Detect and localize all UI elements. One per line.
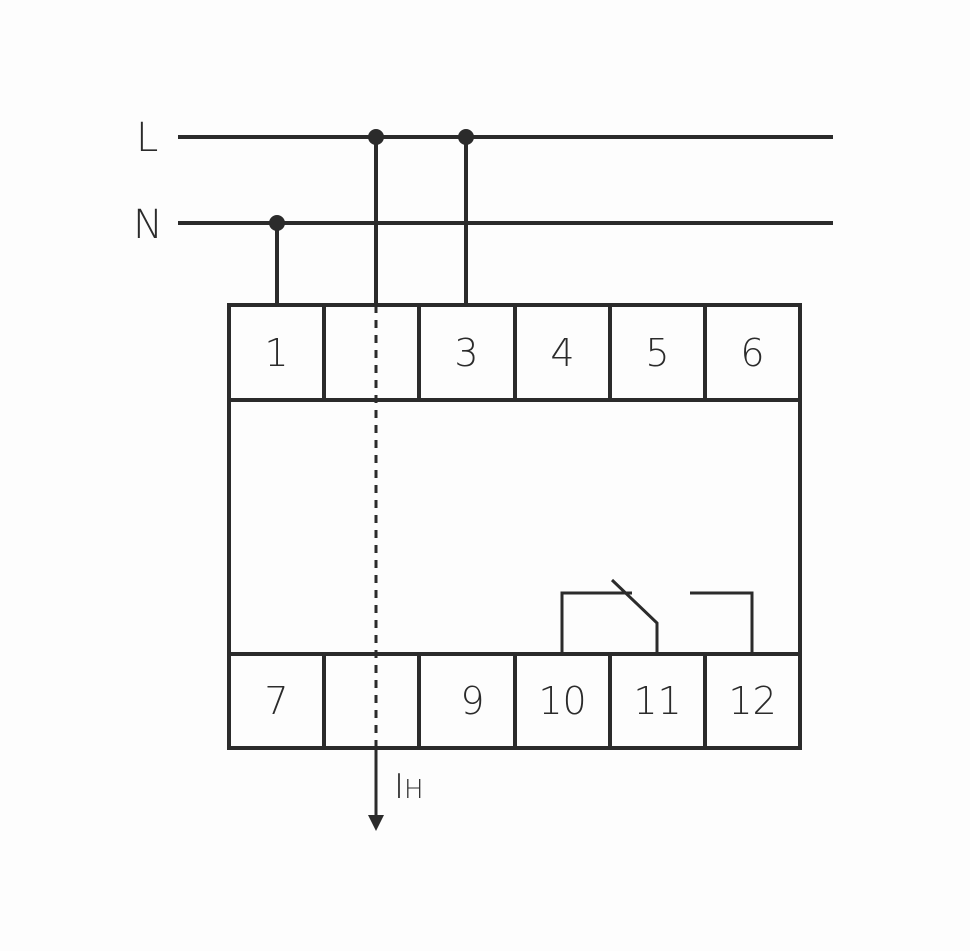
terminal-4: 4	[550, 331, 575, 375]
load-current-label-sub: H	[404, 775, 424, 805]
junction-dot	[269, 215, 285, 231]
relay-contact-12	[690, 591, 754, 654]
terminal-6: 6	[740, 331, 765, 375]
relay-switch-blade	[610, 578, 659, 654]
load-current-label-main: I	[394, 767, 405, 807]
junction-dot	[368, 129, 384, 145]
terminal-10: 10	[538, 679, 587, 723]
relay-contact-10-11	[560, 591, 632, 654]
label-L: L	[136, 115, 159, 161]
arrow-down-icon	[368, 815, 384, 831]
terminal-9: 9	[460, 679, 485, 723]
label-N: N	[133, 202, 163, 248]
terminal-12: 12	[728, 679, 777, 723]
load-current-label: IH	[394, 770, 424, 807]
terminal-1: 1	[264, 331, 289, 375]
terminal-11: 11	[633, 679, 682, 723]
terminal-3: 3	[454, 331, 479, 375]
junction-dot	[458, 129, 474, 145]
terminal-5: 5	[645, 331, 670, 375]
terminal-7: 7	[264, 679, 289, 723]
